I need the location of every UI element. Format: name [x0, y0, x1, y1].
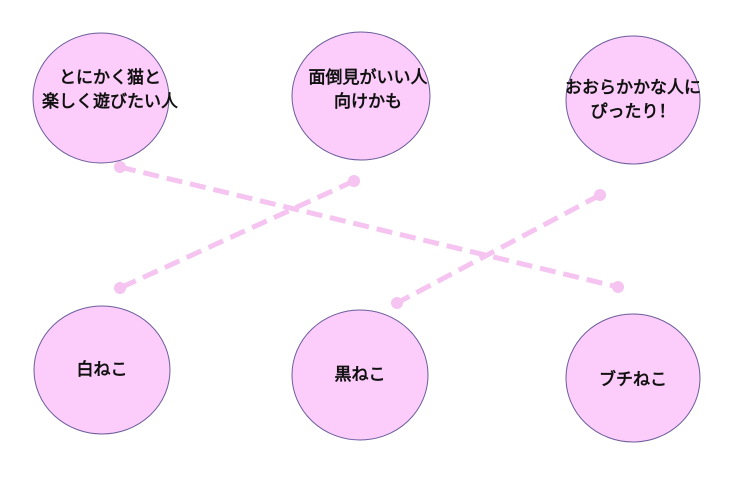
- link-endpoint: [114, 161, 126, 173]
- label-line: 面倒見がいい人: [308, 68, 428, 88]
- node-bottom-1-label: 白ねこ: [76, 360, 128, 380]
- link-endpoint: [114, 282, 126, 294]
- node-bottom-3-label: ブチねこ: [599, 370, 667, 390]
- node-top-1-label: とにかく猫と 楽しく遊びたい人: [42, 66, 178, 114]
- node-bottom-2-label: 黒ねこ: [334, 365, 386, 385]
- label-line: 楽しく遊びたい人: [42, 92, 178, 112]
- node-top-1: [32, 32, 170, 164]
- node-top-3-label: おおらかかな人に ぴったり！: [565, 76, 701, 124]
- label-line: ぴったり！: [590, 102, 676, 122]
- link-endpoint: [612, 281, 624, 293]
- link-line: [119, 164, 619, 290]
- node-bottom-3: [565, 313, 701, 443]
- link-line: [118, 178, 356, 291]
- node-top-2: [291, 31, 431, 161]
- link-endpoint: [594, 189, 606, 201]
- node-top-2-label: 面倒見がいい人 向けかも: [309, 66, 428, 114]
- node-top-3: [565, 35, 701, 165]
- node-bottom-1: [33, 305, 171, 435]
- label-line: 向けかも: [334, 92, 402, 112]
- link-endpoint: [348, 175, 360, 187]
- node-bottom-2: [291, 309, 429, 441]
- label-line: おおらかかな人に: [565, 78, 701, 98]
- link-endpoint: [391, 297, 403, 309]
- label-line: とにかく猫と: [59, 68, 161, 88]
- link-line: [395, 192, 602, 306]
